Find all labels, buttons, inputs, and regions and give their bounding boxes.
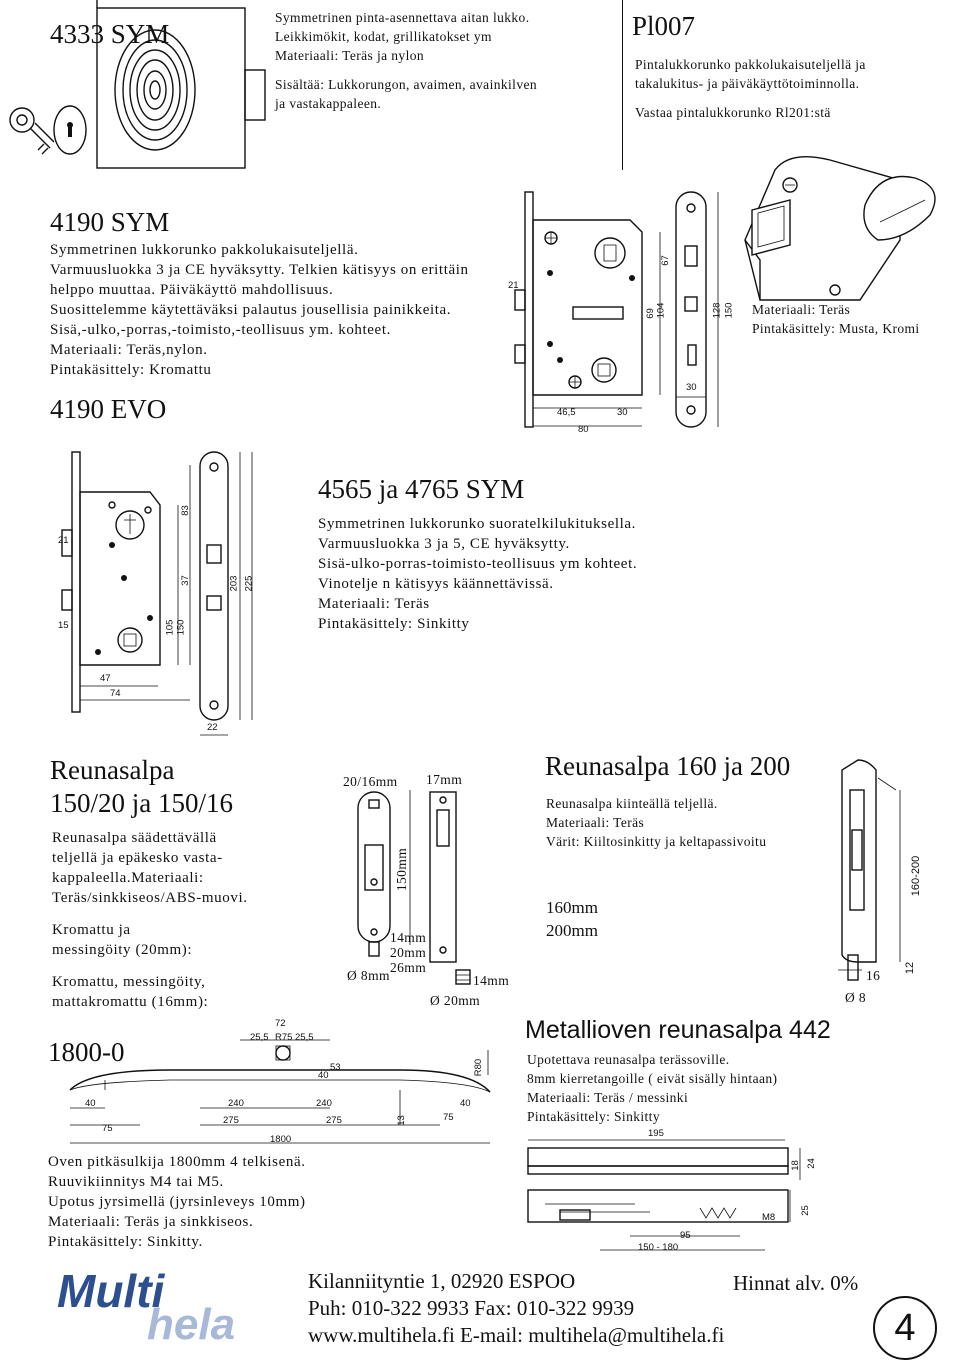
dim-75b: 75 <box>443 1112 454 1123</box>
dim-14mm: 14mm <box>390 930 427 945</box>
title-4190: 4190 SYM <box>50 207 170 237</box>
evo-dim-74: 74 <box>110 688 121 699</box>
dim-r75: R75 <box>275 1032 293 1043</box>
dim-m8: M8 <box>762 1212 776 1223</box>
multihela-logo: Multi hela <box>57 1265 235 1349</box>
evo-dim-21: 21 <box>58 535 69 546</box>
dim-275a: 275 <box>223 1115 239 1126</box>
dim-80: 80 <box>578 424 589 435</box>
desc-reunasalpa-160: Reunasalpa kiinteällä teljellä. Materiaa… <box>546 796 767 849</box>
dim-40a: 40 <box>318 1070 329 1081</box>
title-4333: 4333 SYM <box>50 19 170 49</box>
dim-40b: 40 <box>85 1098 96 1109</box>
dim-25: 25 <box>799 1205 811 1216</box>
dim-30a: 30 <box>617 407 628 418</box>
web-email[interactable]: www.multihela.fi E-mail: multihela@multi… <box>308 1323 725 1347</box>
dim-1800: 1800 <box>270 1134 292 1145</box>
dim-72: 72 <box>275 1018 286 1029</box>
title-4190-evo: 4190 EVO <box>50 394 167 424</box>
title-442: Metallioven reunasalpa 442 <box>525 1016 831 1044</box>
dim-75a: 75 <box>102 1123 113 1134</box>
dim-14mm-b: 14mm <box>473 973 510 988</box>
price-note: Hinnat alv. 0% <box>733 1271 859 1295</box>
contact-info: Kilanniityntie 1, 02920 ESPOO Puh: 010-3… <box>308 1268 724 1349</box>
dim-40c: 40 <box>460 1098 471 1109</box>
title-reunasalpa-150: Reunasalpa <box>50 755 175 785</box>
dim-53: 53 <box>330 1062 341 1073</box>
title-4565: 4565 ja 4765 SYM <box>318 474 525 504</box>
dim-21: 21 <box>508 280 519 291</box>
key-icon <box>9 107 55 155</box>
dim-150-180: 150 - 180 <box>638 1242 679 1253</box>
dim-25-5a: 25,5 <box>250 1032 269 1043</box>
evo-dim-22: 22 <box>207 722 218 733</box>
title-reunasalpa-160: Reunasalpa 160 ja 200 <box>545 751 791 781</box>
dim-8mm: Ø 8mm <box>347 968 390 983</box>
dim-240b: 240 <box>316 1098 332 1109</box>
subtitle-reunasalpa-150: 150/20 ja 150/16 <box>50 788 233 818</box>
phone: Puh: 010-322 9933 Fax: 010-322 9939 <box>308 1296 635 1320</box>
desc-1800: Oven pitkäsulkija 1800mm 4 telkisenä. Ru… <box>48 1154 306 1250</box>
lock-body-pattern <box>114 29 196 151</box>
dim-195: 195 <box>648 1128 664 1139</box>
address: Kilanniityntie 1, 02920 ESPOO <box>308 1269 576 1293</box>
desc-pl007: Pintalukkorunko pakkolukaisuteljellä ja … <box>635 57 866 120</box>
dim-25-5b: 25,5 <box>295 1032 314 1043</box>
svg-text:hela: hela <box>147 1300 235 1349</box>
evo-dim-15: 15 <box>58 620 69 631</box>
keyhole-plate-icon <box>53 105 87 155</box>
desc-4333: Symmetrinen pinta-asennettava aitan lukk… <box>275 10 538 111</box>
dim-8: Ø 8 <box>845 990 867 1005</box>
dim-30b: 30 <box>686 382 697 393</box>
dim-20mm-b: Ø 20mm <box>430 993 481 1008</box>
evo-dim-47: 47 <box>100 673 111 684</box>
dim-95: 95 <box>680 1230 691 1241</box>
dim-26mm: 26mm <box>390 960 427 975</box>
dim-16: 16 <box>866 968 881 983</box>
dim-17mm: 17mm <box>426 772 463 787</box>
material-pl007: Materiaali: Teräs Pintakäsittely: Musta,… <box>752 302 920 336</box>
dim-20mm: 20mm <box>390 945 427 960</box>
desc-reunasalpa-150: Reunasalpa säädettävällä teljellä ja epä… <box>52 830 248 1010</box>
desc-4565: Symmetrinen lukkorunko suoratelkilukituk… <box>318 516 638 632</box>
dim-20-16mm: 20/16mm <box>343 774 398 789</box>
svg-text:Multi: Multi <box>57 1265 166 1317</box>
page-number: 4 <box>873 1296 937 1360</box>
title-1800: 1800-0 <box>48 1037 125 1067</box>
title-pl007: Pl007 <box>632 11 696 41</box>
sizes-reunasalpa-160: 160mm 200mm <box>546 898 598 940</box>
desc-442: Upotettava reunasalpa terässoville. 8mm … <box>527 1052 778 1124</box>
dim-24: 24 <box>805 1158 817 1169</box>
dim-275b: 275 <box>326 1115 342 1126</box>
dim-18: 18 <box>789 1160 801 1171</box>
dim-46-5: 46,5 <box>557 407 576 418</box>
dim-240a: 240 <box>228 1098 244 1109</box>
desc-4190: Symmetrinen lukkorunko pakkolukaisutelje… <box>50 242 469 378</box>
